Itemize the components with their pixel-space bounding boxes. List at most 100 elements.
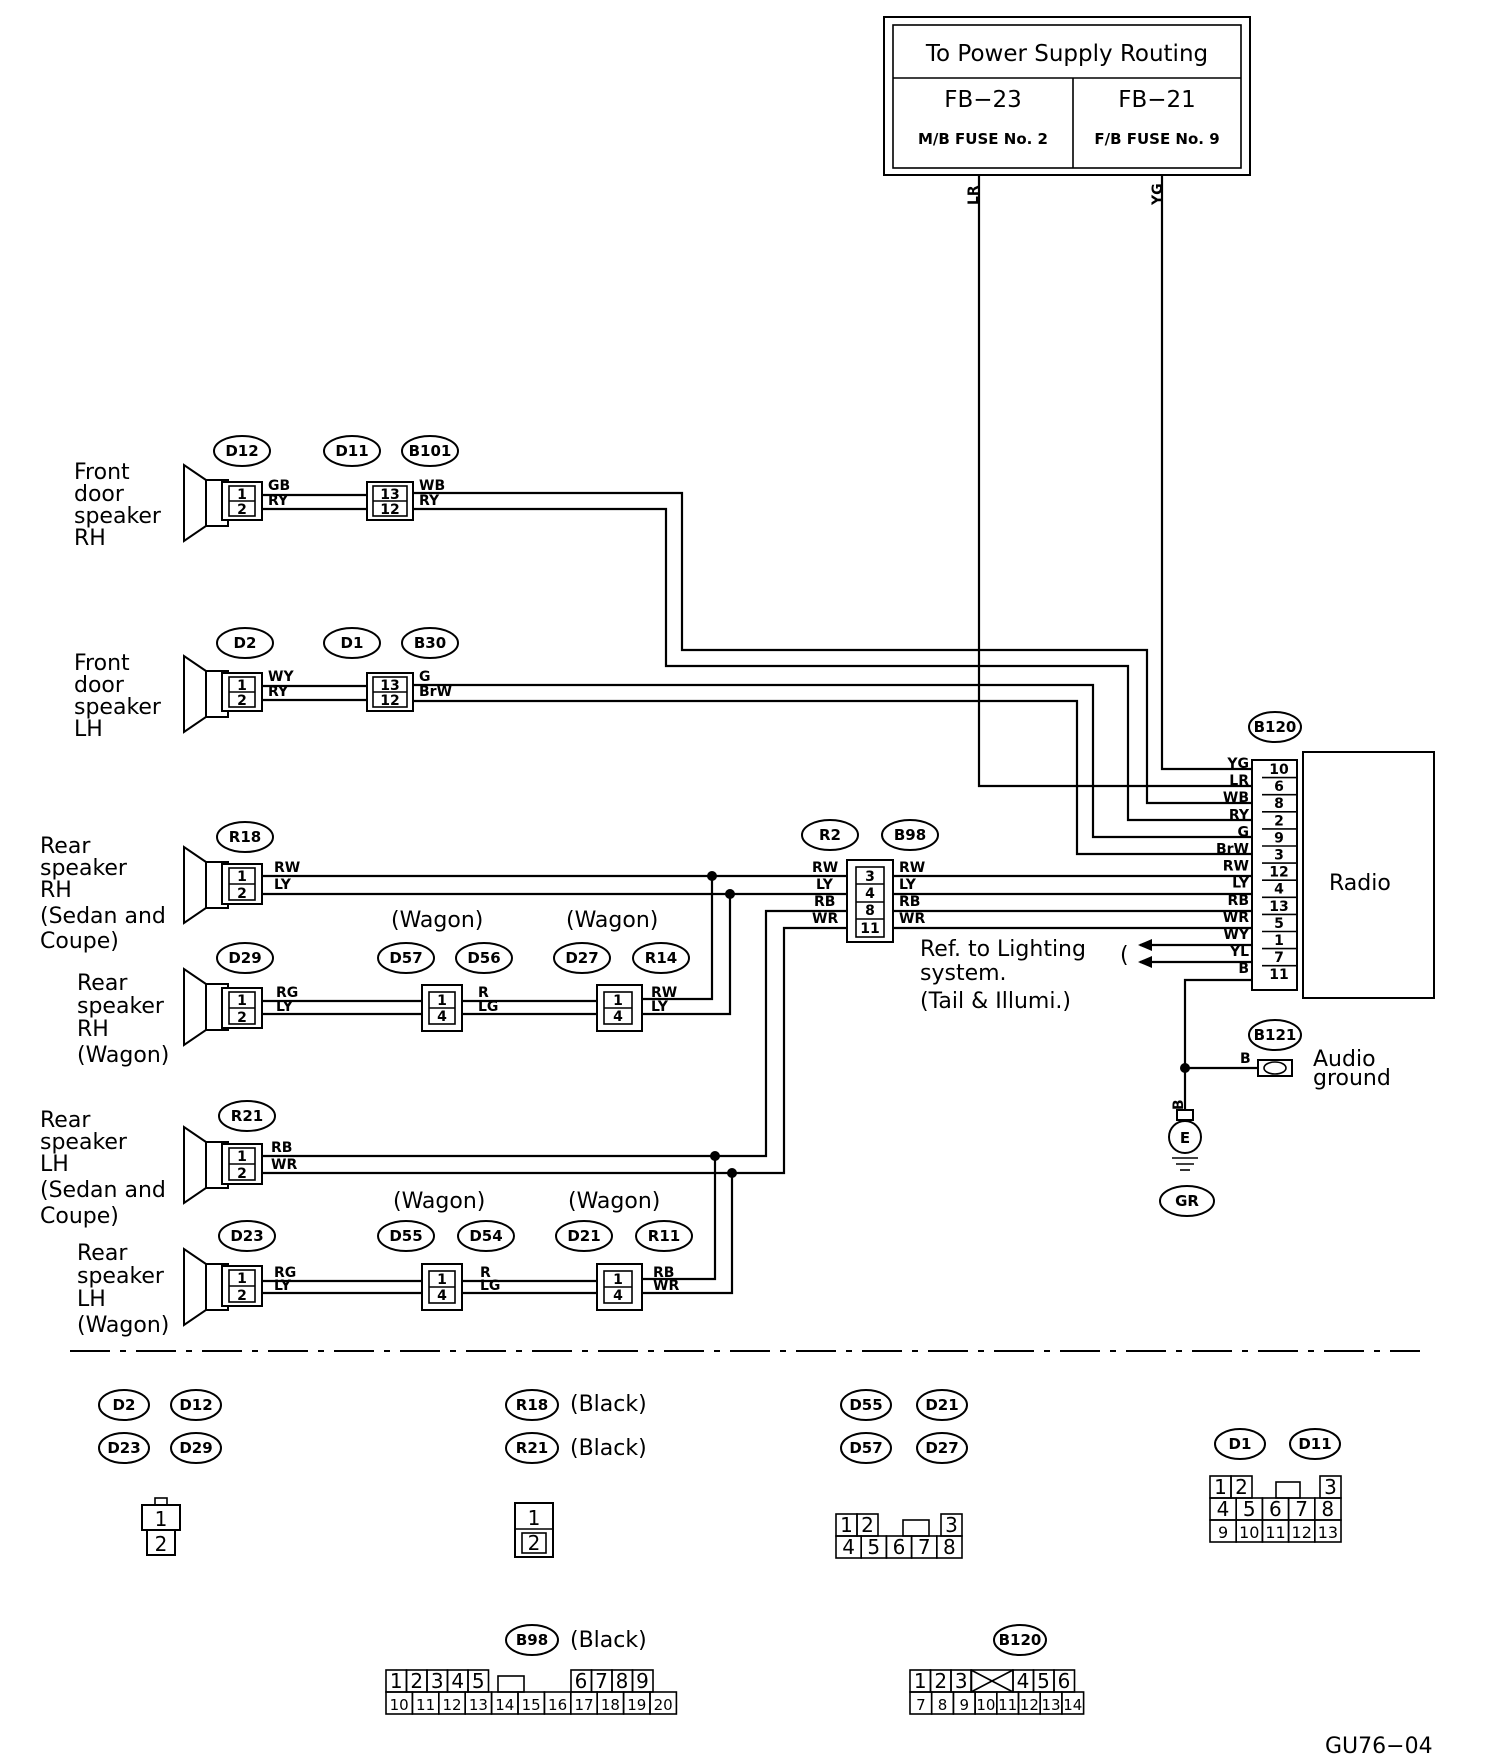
connector-b120: B120 <box>1248 711 1302 743</box>
pin-block-d55: 1 4 <box>421 1263 463 1311</box>
pin-number: 1 <box>528 1506 541 1530</box>
lighting-ref-line: system. <box>920 961 1007 986</box>
radio-pin-number: 13 <box>1269 899 1288 915</box>
connector-b98-label: B98 <box>894 826 926 844</box>
connector-b121-block <box>1257 1059 1293 1077</box>
fuse-right-sub: F/B FUSE No. 9 <box>1094 130 1219 148</box>
radio-pin-number: 7 <box>1274 950 1284 966</box>
wire-color-label: RG <box>276 985 298 1001</box>
pin-block-d11: 13 12 <box>366 481 414 521</box>
speaker-label-line: RH <box>74 526 106 551</box>
pin-number: 1 <box>390 1669 403 1693</box>
legend-color: (Black) <box>570 1628 647 1653</box>
pin-number: 7 <box>918 1535 931 1559</box>
wagon-label: (Wagon) <box>568 1189 660 1214</box>
connector-d29: D29 <box>216 942 274 974</box>
connector-r18: R18 <box>216 821 274 853</box>
pin-number: 2 <box>237 693 247 709</box>
pin-number: 5 <box>1243 1497 1256 1521</box>
connector-d57: D57 <box>377 942 435 974</box>
pin-number: 7 <box>595 1669 608 1693</box>
wire-color-label: RW <box>812 860 838 876</box>
speaker-front-rh: Front door speaker RH <box>74 460 229 551</box>
radio-pin-wire: RY <box>1229 807 1250 823</box>
speaker-label-line: speaker <box>40 856 128 881</box>
legend-id-d27: D27 <box>916 1432 968 1464</box>
radio-pin-number: 4 <box>1274 882 1284 898</box>
pin-number: 11 <box>860 921 879 937</box>
pin-number: 2 <box>528 1531 541 1555</box>
radio-pin-wire: YG <box>1226 756 1249 772</box>
radio-unit: Radio 10YG6LR8WB2RY9G3BrW12RW4LY13RB5WR1… <box>1216 751 1435 999</box>
speaker-rear-lh-sedan: Rear speaker LH (Sedan and Coupe) <box>40 1108 229 1229</box>
connector-b30: B30 <box>401 627 459 659</box>
power-supply-box: To Power Supply Routing FB−23 M/B FUSE N… <box>883 16 1251 206</box>
wires <box>263 175 1258 1295</box>
pin-number: 2 <box>155 1532 168 1556</box>
wire-color-label: RY <box>268 684 289 700</box>
speaker-label-line: speaker <box>74 695 162 720</box>
pin-number: 20 <box>654 1696 673 1714</box>
radio-pin-list: 10YG6LR8WB2RY9G3BrW12RW4LY13RB5WR1WY7YL1… <box>1216 756 1297 983</box>
pin-number: 6 <box>1269 1497 1282 1521</box>
connector-r18-label: R18 <box>229 828 261 846</box>
pin-block-r21: 1 2 <box>221 1143 263 1185</box>
pin-number: 12 <box>380 693 399 709</box>
legend-color: (Black) <box>570 1392 647 1417</box>
speaker-label-line: Rear <box>77 1241 128 1266</box>
legend-two-pin-connector: 1 2 <box>141 1497 181 1556</box>
pin-block-d21: 1 4 <box>596 1263 643 1311</box>
pin-block-d2: 1 2 <box>221 672 263 712</box>
pin-number: 7 <box>916 1696 926 1714</box>
speaker-label-line: speaker <box>40 1130 128 1155</box>
speaker-label-line: LH <box>74 717 103 742</box>
pin-number: 15 <box>522 1696 541 1714</box>
legend-id-d23-label: D23 <box>107 1439 140 1457</box>
speaker-label-line: Rear <box>40 834 91 859</box>
pin-block-d23: 1 2 <box>221 1265 263 1307</box>
pin-number: 1 <box>437 1272 447 1288</box>
pin-number: 12 <box>1292 1523 1312 1542</box>
speaker-label-line: RH <box>77 1017 109 1042</box>
pin-number: 9 <box>636 1669 649 1693</box>
speaker-label-line: LH <box>40 1152 69 1177</box>
connector-d12-label: D12 <box>225 442 258 460</box>
radio-pin-wire: B <box>1238 961 1249 977</box>
connector-r2-label: R2 <box>819 826 841 844</box>
connector-d21: D21 <box>555 1220 613 1252</box>
legend-id-b98-label: B98 <box>516 1631 548 1649</box>
pin-number: 2 <box>237 1288 247 1304</box>
radio-pin-wire: WY <box>1223 927 1249 943</box>
pin-number: 10 <box>1239 1523 1259 1542</box>
pin-number: 2 <box>237 502 247 518</box>
connector-r21: R21 <box>218 1100 276 1132</box>
ground-e-label: E <box>1180 1129 1190 1147</box>
pin-number: 14 <box>495 1696 514 1714</box>
speaker-label-line: RH <box>40 878 72 903</box>
connector-d27-label: D27 <box>565 949 598 967</box>
pin-block-d57: 1 4 <box>421 984 463 1032</box>
connector-d11-label: D11 <box>335 442 368 460</box>
pin-number: 4 <box>613 1288 623 1304</box>
wire-color-label: WR <box>271 1157 297 1173</box>
legend-id-d21-label: D21 <box>925 1396 958 1414</box>
legend-id-d2-label: D2 <box>113 1396 136 1414</box>
connector-b101: B101 <box>401 435 459 467</box>
connector-b121-label: B121 <box>1254 1026 1297 1044</box>
radio-pin-number: 9 <box>1274 830 1284 846</box>
pin-number: 8 <box>943 1535 956 1559</box>
radio-pin-wire: RB <box>1228 893 1249 909</box>
pin-number: 4 <box>865 886 875 902</box>
radio-pin-number: 1 <box>1274 933 1284 949</box>
pin-number: 5 <box>1037 1669 1050 1693</box>
pin-block-d12: 1 2 <box>221 481 263 521</box>
radio-pin-number: 12 <box>1269 865 1288 881</box>
pin-number: 4 <box>1017 1669 1030 1693</box>
pin-number: 8 <box>1321 1497 1334 1521</box>
pin-block-d27: 1 4 <box>596 984 643 1032</box>
legend-id-d2: D2 <box>98 1389 150 1421</box>
speaker-label-line: Rear <box>77 971 128 996</box>
connector-d27: D27 <box>553 942 611 974</box>
pin-number: 2 <box>237 886 247 902</box>
